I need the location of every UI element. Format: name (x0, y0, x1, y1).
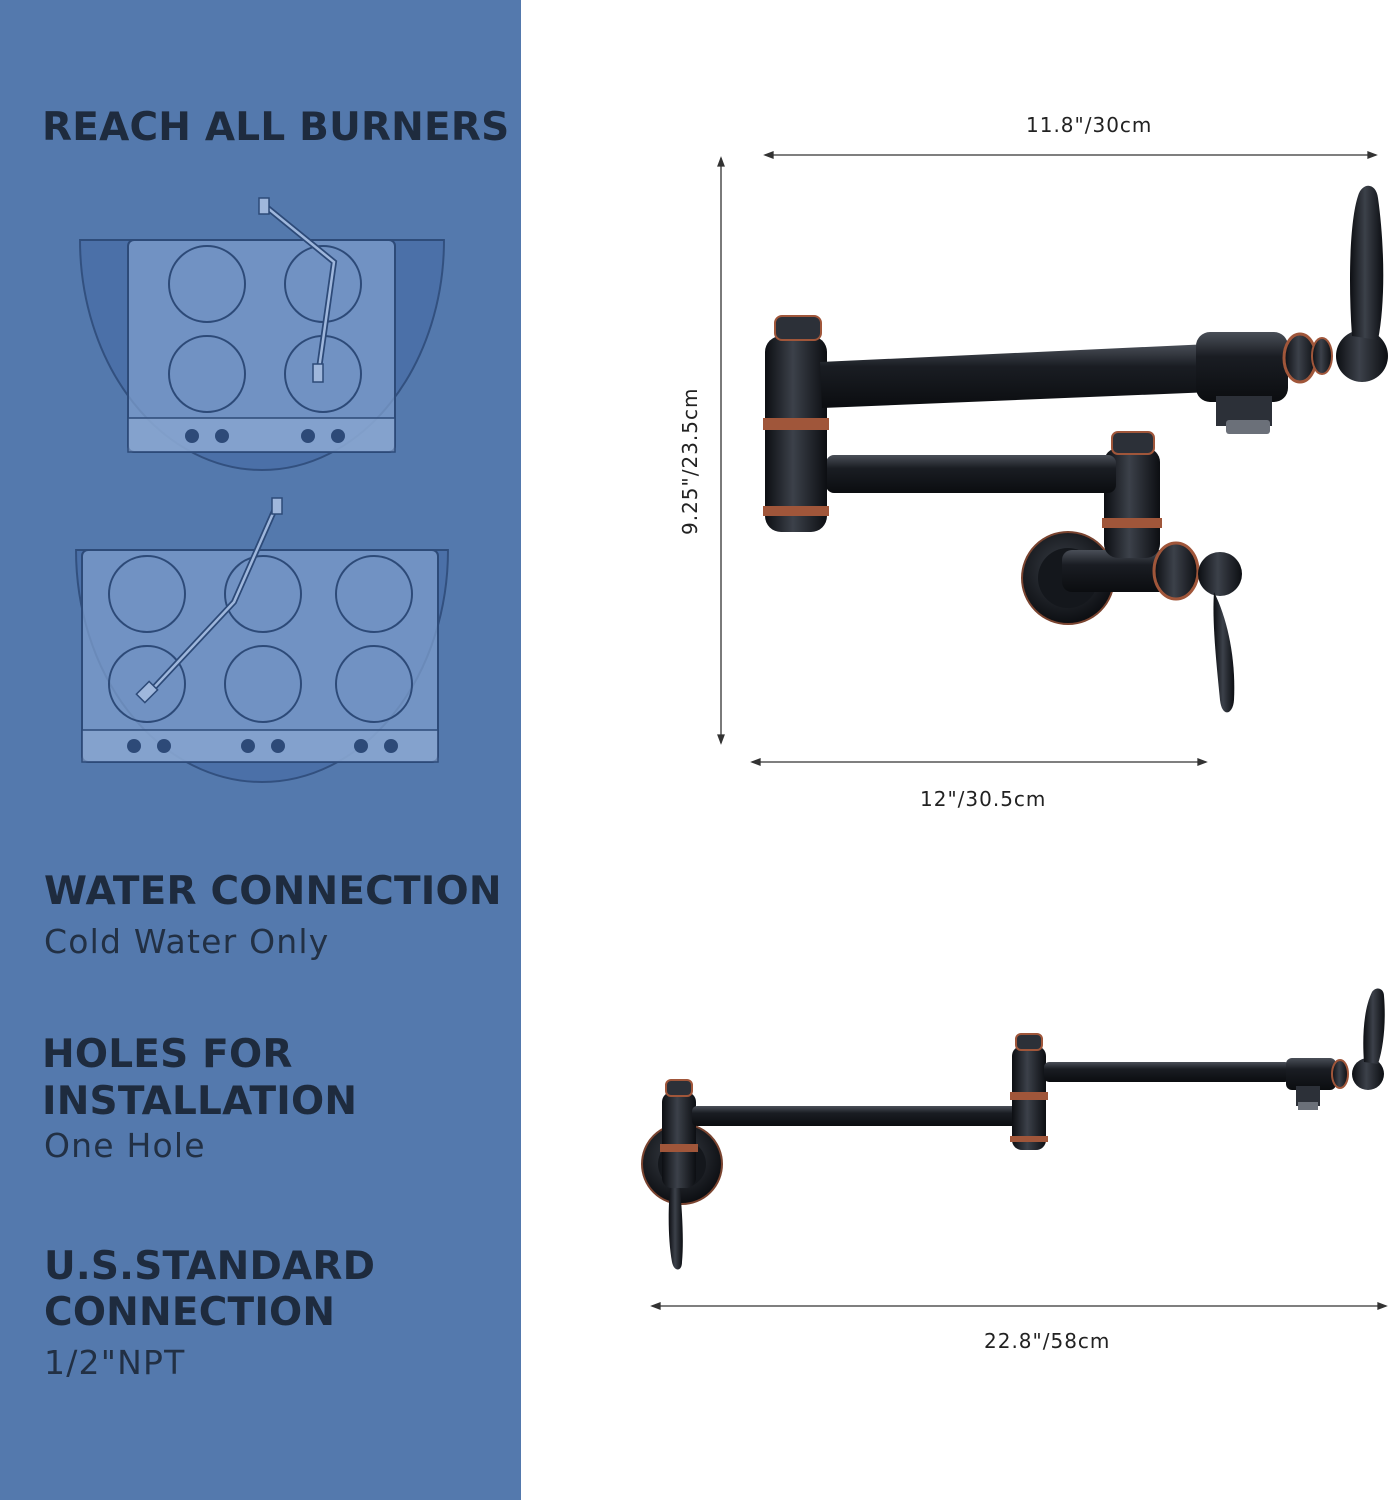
standard-heading-line1: U.S.STANDARD (44, 1244, 376, 1289)
pot-filler-faucet-folded (763, 185, 1388, 713)
dimension-top-width: 11.8"/30cm (1026, 113, 1153, 137)
water-connection-detail: Cold Water Only (44, 922, 330, 961)
stove-reach-diagram (74, 197, 450, 783)
dimension-extended-length: 22.8"/58cm (984, 1329, 1111, 1353)
pot-filler-faucet-extended (641, 988, 1385, 1270)
six-burner-stove-icon (74, 497, 450, 783)
faucet-diagram (641, 151, 1388, 1310)
standard-heading-line2: CONNECTION (44, 1290, 336, 1335)
holes-heading-line1: HOLES FOR (42, 1032, 293, 1077)
feature-panel: REACH ALL BURNERS (0, 0, 521, 1500)
holes-detail: One Hole (44, 1126, 206, 1165)
holes-heading-line2: INSTALLATION (42, 1079, 358, 1124)
standard-detail: 1/2"NPT (44, 1343, 186, 1382)
dimension-lines (650, 151, 1388, 1310)
reach-all-burners-heading: REACH ALL BURNERS (42, 105, 510, 150)
four-burner-stove-icon (78, 197, 446, 471)
dimension-height: 9.25"/23.5cm (678, 387, 702, 535)
dimension-bottom-width: 12"/30.5cm (920, 787, 1047, 811)
water-connection-heading: WATER CONNECTION (44, 869, 502, 914)
